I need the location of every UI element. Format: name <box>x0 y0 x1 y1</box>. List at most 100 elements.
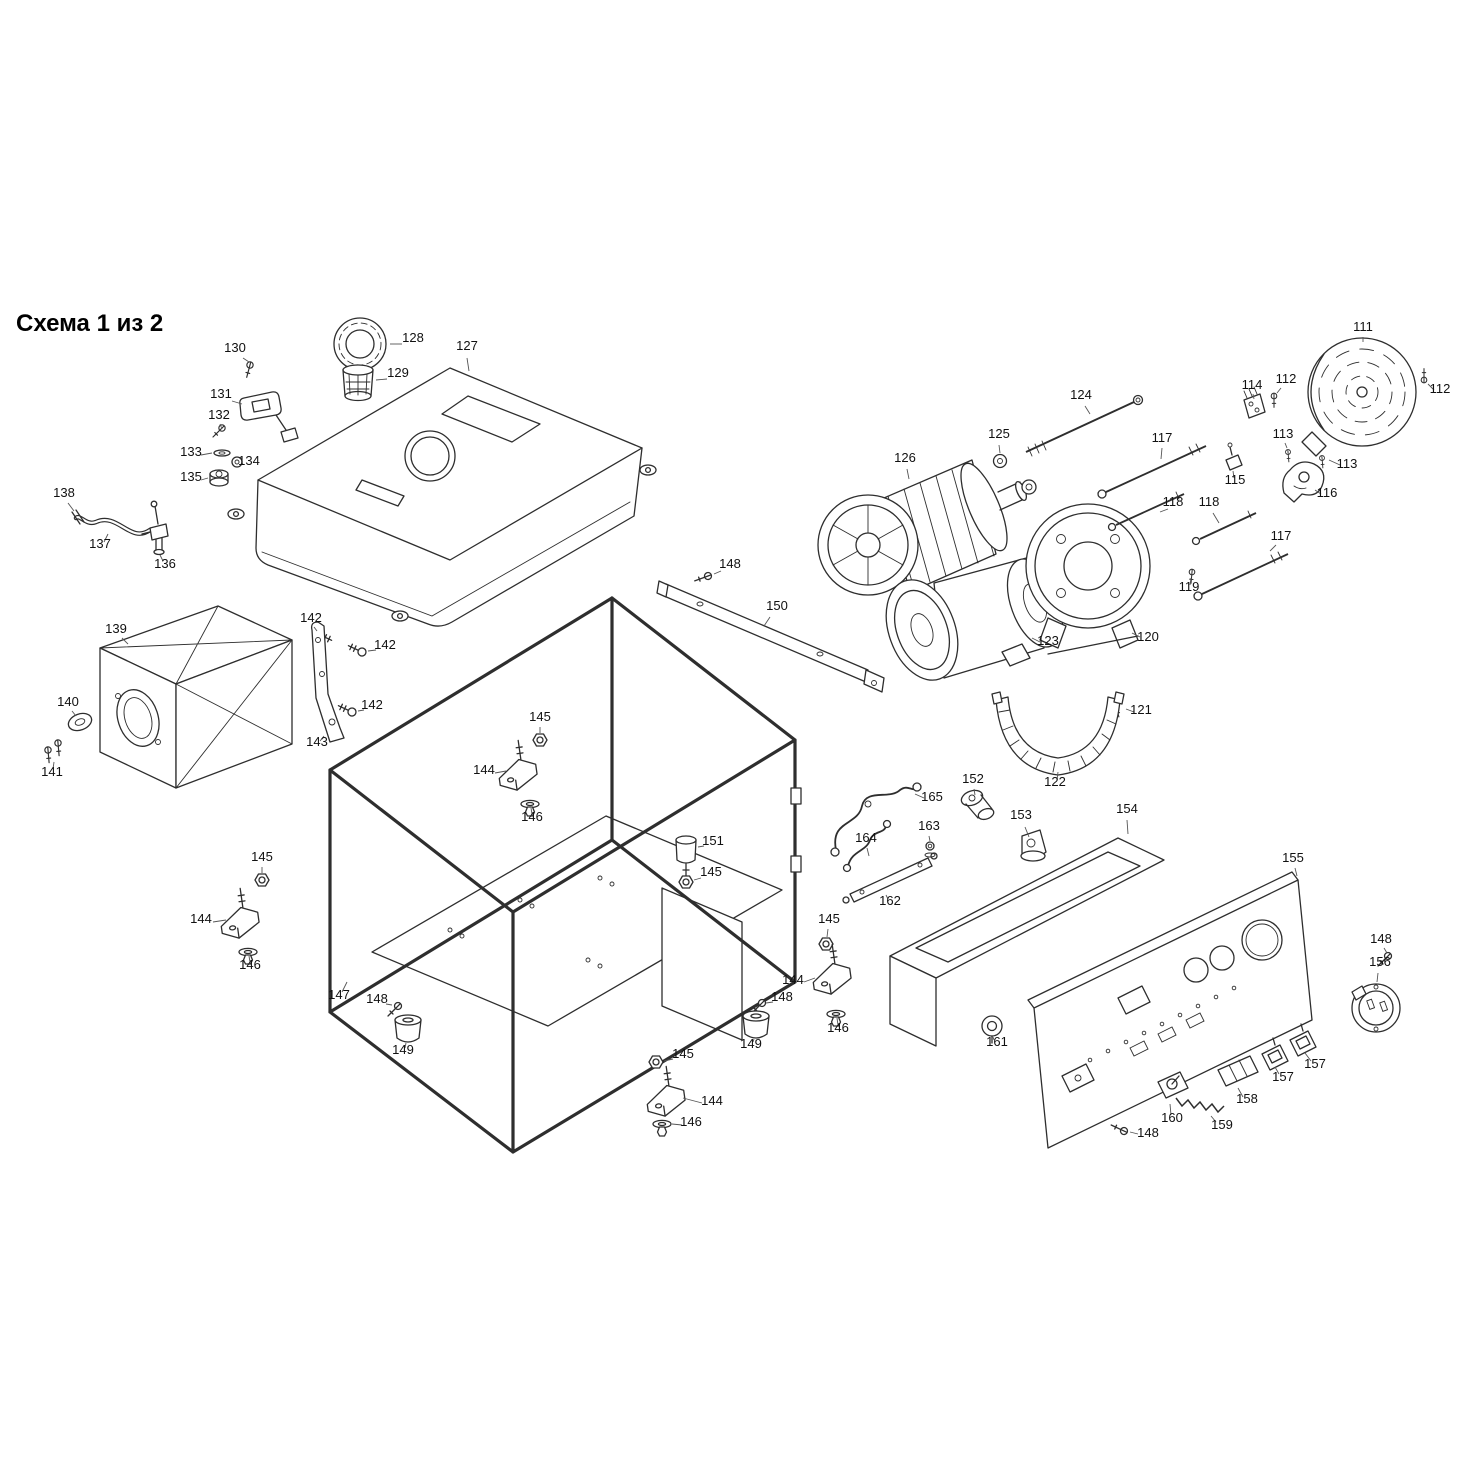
screw-148 <box>694 567 714 588</box>
callout-leader-160 <box>1169 1103 1172 1116</box>
callout-leader-145 <box>693 877 702 881</box>
base-plate-holes <box>447 875 615 969</box>
part-callout-112: 112 <box>1430 381 1451 396</box>
callout-leader-133 <box>200 452 213 456</box>
callout-leader-144 <box>494 770 507 774</box>
nut-145 <box>678 875 694 889</box>
part-callout-127: 127 <box>456 338 478 353</box>
part-callout-139: 139 <box>105 621 127 636</box>
callout-leader-114 <box>1252 393 1255 400</box>
part-callout-159: 159 <box>1211 1117 1233 1132</box>
part-callout-160: 160 <box>1161 1110 1183 1125</box>
part-callout-144: 144 <box>473 762 495 777</box>
part-callout-116: 116 <box>1317 485 1338 500</box>
callout-leader-146 <box>836 1017 839 1026</box>
terminal-115 <box>1225 442 1243 471</box>
washer-125 <box>992 453 1008 469</box>
callout-leader-147 <box>341 981 348 993</box>
brush-114 <box>1243 386 1266 419</box>
callout-leader-122 <box>1056 771 1059 781</box>
callout-leader-138 <box>67 502 75 512</box>
part-callout-154: 154 <box>1116 801 1138 816</box>
callout-leader-119 <box>1189 577 1192 586</box>
spring-159 <box>1175 1097 1225 1114</box>
knob-161 <box>981 1015 1003 1044</box>
callout-leader-115 <box>1232 470 1235 479</box>
callout-leader-146 <box>248 955 251 963</box>
callout-leader-145 <box>663 1058 674 1062</box>
part-callout-129: 129 <box>387 365 409 380</box>
callout-leader-124 <box>1084 405 1091 415</box>
hinge-tab <box>790 787 802 805</box>
part-callout-120: 120 <box>1137 629 1159 644</box>
wire-164 <box>842 819 892 873</box>
grommet-134 <box>231 456 243 468</box>
part-callout-136: 136 <box>154 556 176 571</box>
screw-112 <box>1265 391 1283 408</box>
part-callout-145: 145 <box>818 911 840 926</box>
part-callout-123: 123 <box>1037 633 1059 648</box>
nut-145 <box>818 937 834 951</box>
callout-leader-145 <box>826 928 829 938</box>
part-callout-143: 143 <box>306 734 328 749</box>
callout-leader-141 <box>52 761 55 770</box>
part-callout-145: 145 <box>251 849 273 864</box>
part-callout-121: 121 <box>1130 702 1152 717</box>
callout-leader-120 <box>1131 632 1141 638</box>
callout-leader-149 <box>752 1038 755 1043</box>
callout-leader-116 <box>1314 489 1322 495</box>
rotor-126 <box>817 459 1037 596</box>
rubber-foot-149 <box>394 1014 422 1043</box>
callout-leader-148 <box>713 570 722 575</box>
nut-163 <box>924 841 936 858</box>
part-callout-117: 117 <box>1271 528 1292 543</box>
callout-leader-140 <box>71 710 77 717</box>
breaker-157 <box>1289 1023 1317 1057</box>
switch-bank-158 <box>1217 1055 1259 1087</box>
callout-leader-131 <box>231 400 243 405</box>
washer-133 <box>213 449 231 457</box>
part-callout-146: 146 <box>680 1114 702 1129</box>
rubber-foot-149 <box>742 1010 770 1039</box>
callout-leader-132 <box>219 423 223 430</box>
nut-145 <box>532 733 548 747</box>
callout-leader-142 <box>313 626 318 632</box>
bushing-135 <box>209 469 229 487</box>
part-callout-157: 157 <box>1304 1056 1326 1071</box>
washer-146 <box>652 1119 672 1137</box>
part-callout-152: 152 <box>962 771 984 786</box>
part-callout-135: 135 <box>180 469 202 484</box>
control-panel-assembly <box>830 782 1401 1149</box>
bolt-132 <box>212 424 226 438</box>
ground-wire-165 <box>830 782 922 857</box>
callout-labels: 1301281271291311321331341351381371361391… <box>41 319 1450 1140</box>
callout-leader-158 <box>1237 1087 1244 1098</box>
part-callout-165: 165 <box>921 789 943 804</box>
panel-155 <box>1027 871 1313 1149</box>
nut-145 <box>254 873 270 887</box>
callout-leader-144 <box>212 919 227 923</box>
part-callout-144: 144 <box>782 972 804 987</box>
part-callout-150: 150 <box>766 598 788 613</box>
part-callout-126: 126 <box>894 450 916 465</box>
bolt-118 <box>1107 491 1185 532</box>
part-callout-144: 144 <box>190 911 212 926</box>
part-callout-142: 142 <box>361 697 383 712</box>
end-housing-120 <box>1025 503 1151 655</box>
part-callout-125: 125 <box>988 426 1010 441</box>
fuel-tank-assembly <box>71 317 657 627</box>
callout-leader-139 <box>121 637 129 645</box>
callout-leader-126 <box>906 468 910 480</box>
part-callout-114: 114 <box>1242 377 1263 392</box>
part-callout-131: 131 <box>210 386 232 401</box>
part-callout-157: 157 <box>1272 1069 1294 1084</box>
part-callout-142: 142 <box>374 637 396 652</box>
part-callout-117: 117 <box>1152 430 1173 445</box>
callout-leader-142 <box>367 649 377 652</box>
fuel-strainer <box>342 364 374 402</box>
callout-leader-113 <box>1328 459 1341 466</box>
screw-130 <box>240 360 258 378</box>
callout-leader-148 <box>1383 947 1388 954</box>
frame-assembly <box>215 567 1393 1154</box>
